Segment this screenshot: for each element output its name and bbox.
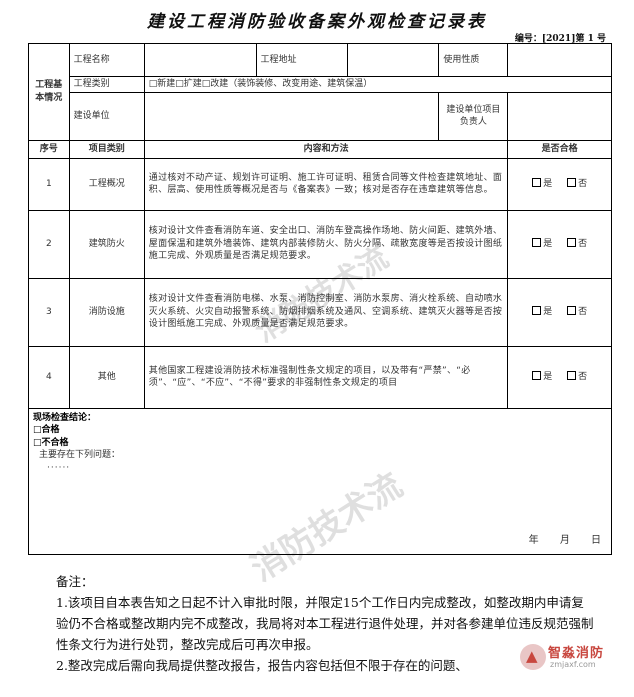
check-item-category: 工程概况 <box>68 157 145 211</box>
qualified-no-checkbox[interactable]: 否 <box>567 305 587 319</box>
header-qualified: 是否合格 <box>507 139 612 159</box>
qualified-yes-checkbox[interactable]: 是 <box>532 177 552 191</box>
check-item-no: 1 <box>28 157 70 211</box>
header-item-category: 项目类别 <box>68 139 145 159</box>
qualified-no-checkbox[interactable]: 否 <box>567 370 587 384</box>
basic-info-section-label: 工程基本情况 <box>28 43 70 141</box>
project-leader-label: 建设单位项目负责人 <box>438 91 509 141</box>
check-item-category: 建筑防火 <box>68 209 145 279</box>
qualified-yes-checkbox[interactable]: 是 <box>532 370 552 384</box>
logo-badge <box>520 644 546 670</box>
notes-title: 备注： <box>56 574 94 589</box>
checkbox-icon <box>532 177 542 187</box>
check-item-row: 4 其他 其他国家工程建设消防技术标准强制性条文规定的项目，以及带有“严禁”、“… <box>28 345 612 409</box>
basic-info-row-1: 工程基本情况 工程名称 工程地址 使用性质 <box>28 43 612 141</box>
check-item-no: 4 <box>28 345 70 409</box>
conclusion-date: 年 月 日 <box>528 535 601 546</box>
checkbox-icon <box>567 237 577 247</box>
issues-label: 主要存在下列问题： <box>39 450 121 460</box>
checkbox-icon <box>567 177 577 187</box>
project-address-label: 工程地址 <box>255 43 348 77</box>
usage-value[interactable] <box>507 43 612 77</box>
check-item-row: 1 工程概况 通过核对不动产证、规划许可证明、施工许可证明、租赁合同等文件检查建… <box>28 157 612 211</box>
project-address-value[interactable] <box>346 43 440 77</box>
construction-unit-value[interactable] <box>143 91 440 141</box>
conclusion-title: 现场检查结论： <box>33 412 97 423</box>
qualified-yes-checkbox[interactable]: 是 <box>532 305 552 319</box>
inspection-form-table: 工程基本情况 工程名称 工程地址 使用性质 工程类别 □新建□扩建□改建（装饰装… <box>28 43 613 555</box>
usage-label: 使用性质 <box>438 43 509 77</box>
document-title: 建设工程消防验收备案外观检查记录表 <box>147 12 487 32</box>
project-leader-value[interactable] <box>507 91 612 141</box>
conclusion-row: 现场检查结论： □合格 □不合格 主要存在下列问题： ······ 年 月 日 <box>28 407 612 555</box>
site-logo: ▲ 智淼消防 zmjaxf.com <box>520 640 632 676</box>
checkbox-icon <box>532 370 542 380</box>
check-item-result: 是 否 <box>507 209 612 279</box>
check-item-result: 是 否 <box>507 277 612 347</box>
check-item-content: 核对设计文件查看消防电梯、水泵、消防控制室、消防水泵房、消火栓系统、自动喷水灭火… <box>143 277 509 347</box>
check-item-result: 是 否 <box>507 345 612 409</box>
checkbox-icon <box>532 237 542 247</box>
checkbox-icon <box>567 370 577 380</box>
project-category-label: 工程类别 <box>68 76 145 93</box>
check-item-row: 2 建筑防火 核对设计文件查看消防车道、安全出口、消防车登高操作场地、防火间距、… <box>28 209 612 279</box>
qualified-no-checkbox[interactable]: 否 <box>567 177 587 191</box>
notes-section: 备注： 1.该项目自本表告知之日起不计入审批时限，并限定15个工作日内完成整改，… <box>56 571 596 676</box>
check-item-category: 消防设施 <box>68 277 145 347</box>
document-number: 编号：[2021]第 1 号 <box>514 34 606 44</box>
check-item-row: 3 消防设施 核对设计文件查看消防电梯、水泵、消防控制室、消防水泵房、消火栓系统… <box>28 277 612 347</box>
construction-unit-label: 建设单位 <box>68 91 145 141</box>
notes-item-2: 2.整改完成后需向我局提供整改报告，报告内容包括但不限于存在的问题、 <box>56 658 468 673</box>
logo-url: zmjaxf.com <box>550 660 596 669</box>
conclusion-pass-checkbox[interactable]: □合格 <box>33 425 60 435</box>
project-category-options[interactable]: □新建□扩建□改建（装饰装修、改变用途、建筑保温） <box>143 76 613 93</box>
conclusion-cell: 现场检查结论： □合格 □不合格 主要存在下列问题： ······ 年 月 日 <box>28 407 612 555</box>
project-name-value[interactable] <box>143 43 257 77</box>
check-item-category: 其他 <box>68 345 145 409</box>
check-item-content: 核对设计文件查看消防车道、安全出口、消防车登高操作场地、防火间距、建筑外墙、屋面… <box>143 209 509 279</box>
check-item-no: 2 <box>28 209 70 279</box>
logo-text: 智淼消防 <box>548 646 605 661</box>
flame-icon: ▲ <box>526 647 538 665</box>
checkbox-icon <box>532 305 542 315</box>
check-item-result: 是 否 <box>507 157 612 211</box>
qualified-yes-checkbox[interactable]: 是 <box>532 237 552 251</box>
check-item-content: 其他国家工程建设消防技术标准强制性条文规定的项目，以及带有“严禁”、“必须”、“… <box>143 345 509 409</box>
conclusion-fail-checkbox[interactable]: □不合格 <box>33 437 69 448</box>
basic-info-row-3: 建设单位 建设单位项目负责人 <box>29 91 612 141</box>
check-item-no: 3 <box>28 277 70 347</box>
notes-item-1: 1.该项目自本表告知之日起不计入审批时限，并限定15个工作日内完成整改，如整改期… <box>56 595 594 652</box>
qualified-no-checkbox[interactable]: 否 <box>567 237 587 251</box>
table-header-row: 序号 项目类别 内容和方法 是否合格 <box>28 139 612 159</box>
check-item-content: 通过核对不动产证、规划许可证明、施工许可证明、租赁合同等文件检查建筑地址、面积、… <box>143 157 509 211</box>
project-name-label: 工程名称 <box>68 43 145 77</box>
checkbox-icon <box>567 305 577 315</box>
header-no: 序号 <box>28 139 70 159</box>
issues-placeholder: ······ <box>47 462 71 473</box>
header-content-method: 内容和方法 <box>143 139 509 159</box>
basic-info-row-2: 工程类别 □新建□扩建□改建（装饰装修、改变用途、建筑保温） <box>29 76 613 93</box>
